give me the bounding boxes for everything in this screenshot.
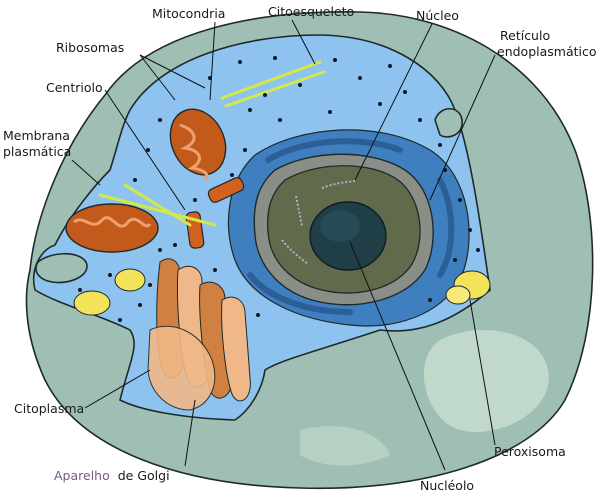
label-de-golgi: de Golgi	[118, 468, 170, 483]
label-peroxisoma: Peroxisoma	[494, 444, 566, 459]
er-fold-3	[247, 272, 353, 315]
label-centriolo: Centriolo	[46, 80, 103, 95]
label-reticulo-1: Retículo	[500, 28, 550, 43]
mitochondrion-top	[169, 108, 227, 182]
vesicle-2	[73, 290, 111, 316]
cytoskeleton-fibers	[98, 60, 326, 227]
chromatin-1	[295, 195, 303, 227]
label-aparelho-de-golgi: Aparelho de Golgi	[54, 468, 170, 483]
label-nucleolo: Nucléolo	[420, 478, 474, 493]
chromatin-2	[321, 180, 357, 189]
label-membrana-2: plasmática	[3, 144, 71, 159]
label-mitocondria: Mitocondria	[152, 6, 225, 21]
nucleolus-highlight	[320, 210, 360, 242]
outer-highlight	[423, 330, 549, 432]
membrane-notch	[434, 107, 463, 138]
leader-lines	[71, 19, 496, 471]
er-fold-2	[437, 177, 455, 278]
ribosome-dots	[78, 56, 480, 322]
centriole-1	[207, 177, 245, 203]
label-ribosomas: Ribosomas	[56, 40, 124, 55]
chromatin-3	[281, 239, 309, 265]
mitochondrion-left	[65, 203, 159, 253]
label-aparelho: Aparelho	[54, 468, 110, 483]
outer-highlight-2	[300, 426, 390, 466]
label-membrana-1: Membrana	[3, 128, 70, 143]
label-citoesqueleto: Citoesqueleto	[268, 4, 354, 19]
left-lobe	[35, 252, 88, 284]
golgi-apparatus	[147, 258, 251, 411]
er-fold-1	[265, 138, 403, 163]
vesicle-1	[114, 268, 146, 292]
label-citoplasma: Citoplasma	[14, 401, 84, 416]
peroxisome-2	[445, 285, 471, 305]
label-reticulo-2: endoplasmático	[497, 44, 597, 59]
label-nucleo: Núcleo	[416, 8, 459, 23]
